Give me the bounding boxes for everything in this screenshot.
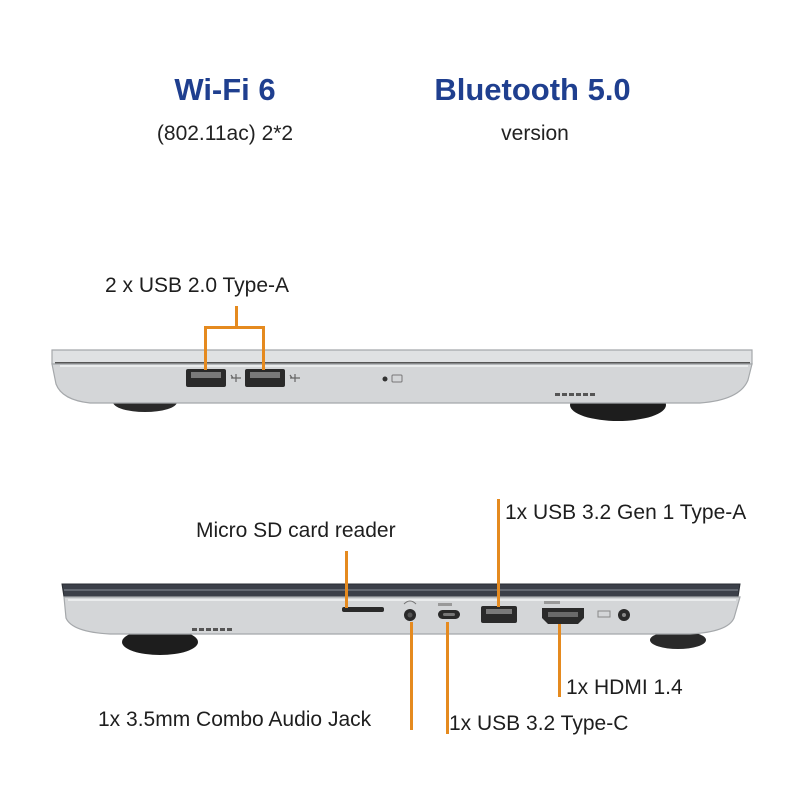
leader-hdmi [558, 624, 561, 697]
headphone-jack-icon [403, 600, 417, 621]
usb-3-2-port [481, 606, 517, 623]
wifi-subtitle: (802.11ac) 2*2 [156, 122, 294, 145]
leader-usb2-left [204, 326, 207, 370]
callout-hdmi: 1x HDMI 1.4 [566, 676, 683, 699]
bluetooth-title: Bluetooth 5.0 [434, 72, 631, 107]
callout-usb32a: 1x USB 3.2 Gen 1 Type-A [505, 501, 747, 524]
wifi-title: Wi-Fi 6 [174, 72, 276, 107]
sd-slot-icon [342, 607, 384, 612]
leader-sd [345, 551, 348, 608]
dc-power-icon [597, 609, 630, 621]
rubber-foot [650, 631, 706, 649]
bluetooth-subtitle: version [501, 122, 569, 145]
leader-usbc [446, 622, 449, 734]
usb-2-port [245, 369, 285, 387]
callout-sd: Micro SD card reader [196, 519, 396, 542]
leader-usb2-right [262, 326, 265, 370]
rubber-foot [122, 629, 198, 655]
usb-icon [230, 374, 241, 382]
leader-usb32a [497, 499, 500, 607]
speaker-grille-icon [192, 628, 232, 631]
battery-led-icon [382, 374, 403, 383]
leader-usb2-stem [235, 306, 238, 328]
laptop-base [63, 596, 741, 635]
callout-audio: 1x 3.5mm Combo Audio Jack [98, 708, 372, 731]
callout-usbc: 1x USB 3.2 Type-C [449, 712, 629, 735]
usb-icon [289, 374, 300, 382]
speaker-grille-icon [555, 393, 595, 396]
leader-usb2-bar [204, 326, 265, 329]
hdmi-port-icon [542, 601, 584, 624]
usb-c-port-icon [438, 603, 460, 619]
callout-usb2: 2 x USB 2.0 Type-A [105, 274, 290, 297]
usb-2-port [186, 369, 226, 387]
leader-audio [410, 622, 413, 730]
